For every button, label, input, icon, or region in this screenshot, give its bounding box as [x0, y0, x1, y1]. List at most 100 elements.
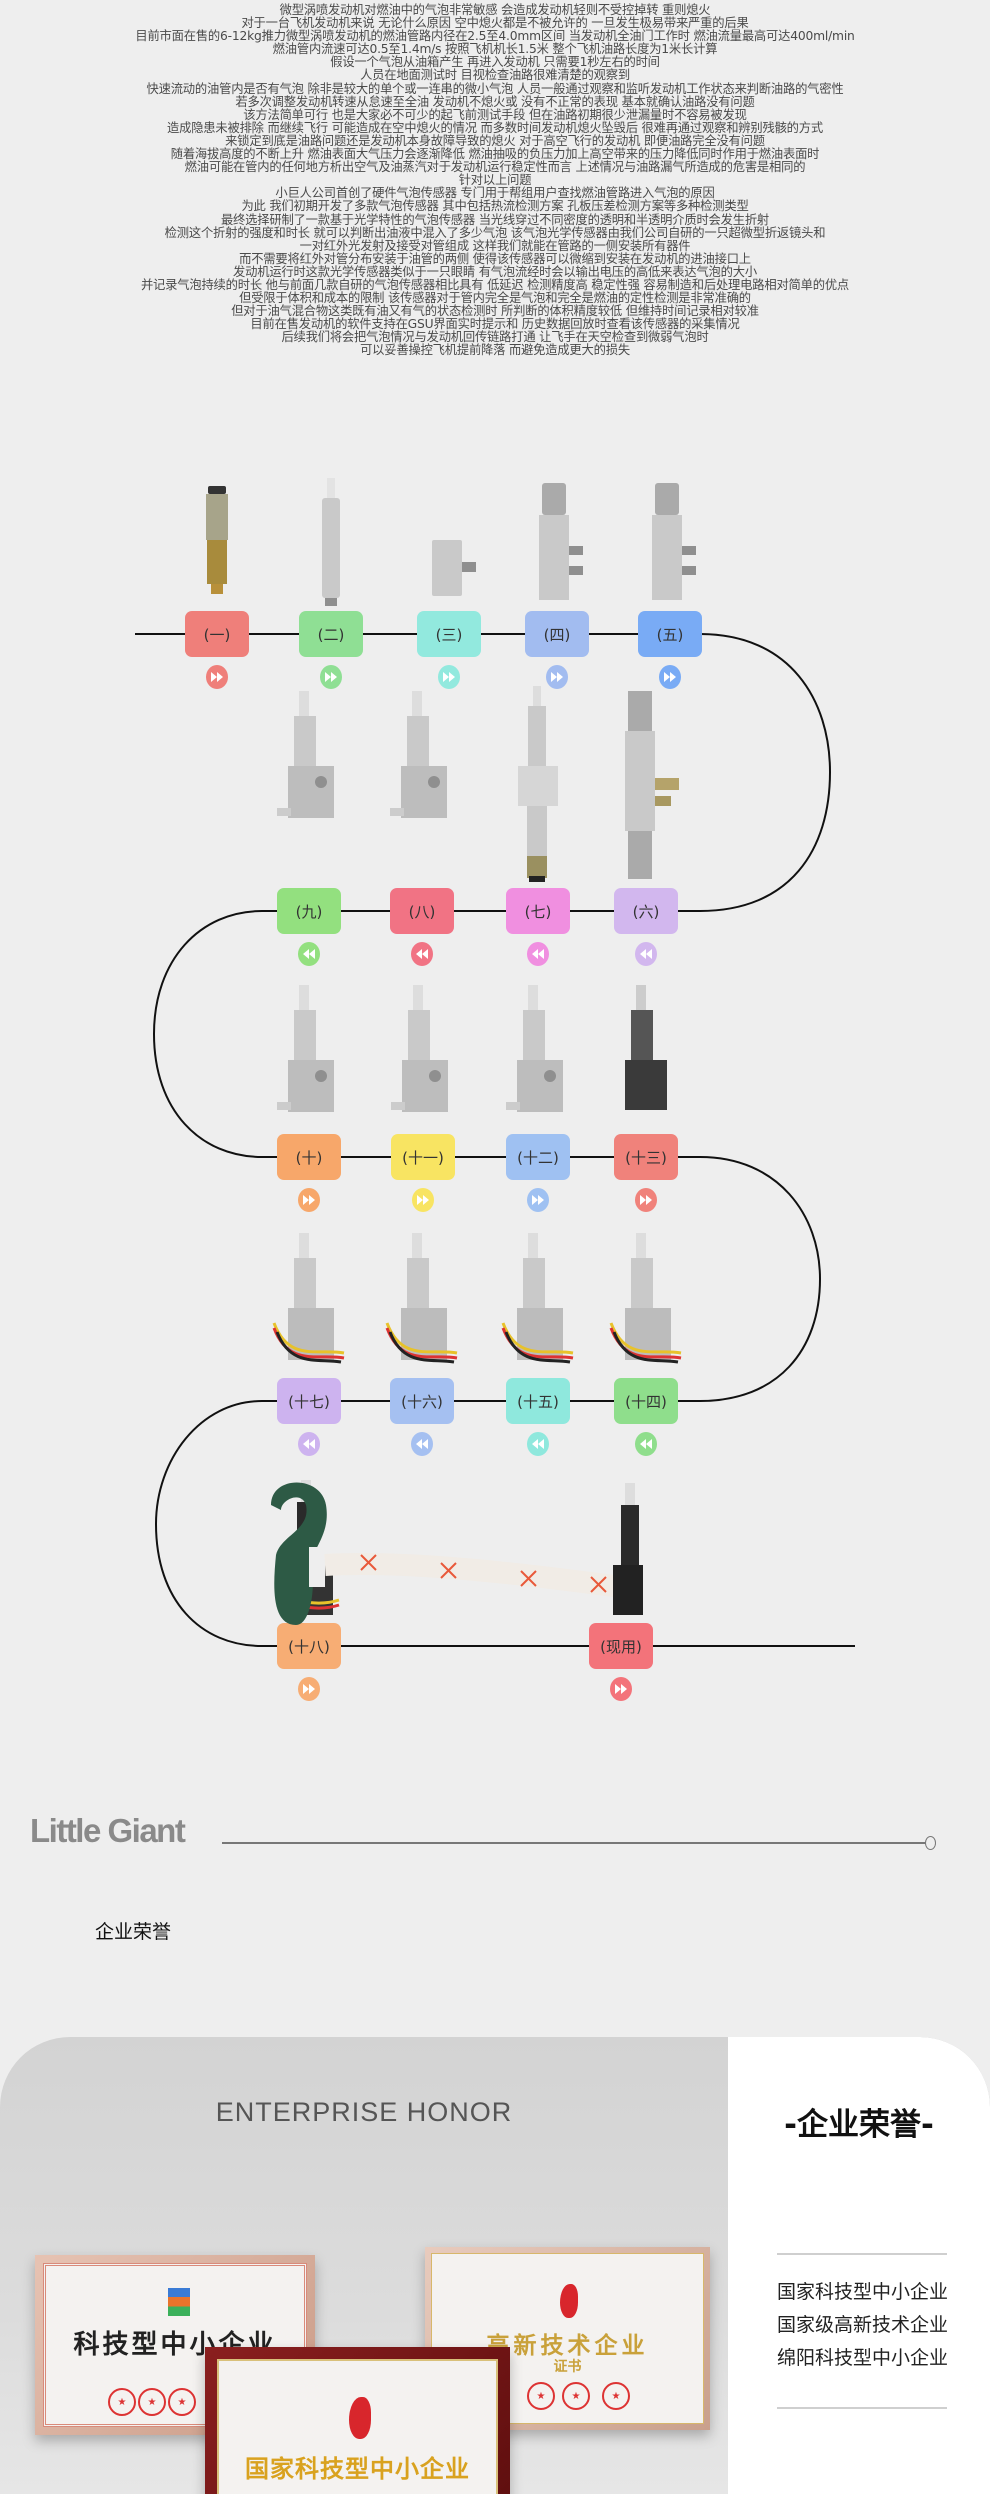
intro-line: 燃油可能在管内的任何地方析出空气及油蒸汽对于发动机运行稳定性而言 上述情况与油路… [184, 160, 806, 175]
intro-line: 造成隐患未被排除 而继续飞行 可能造成在空中熄火的情况 而多数时间发动机熄火坠毁… [167, 120, 823, 135]
honor-list: 国家科技型中小企业 国家级高新技术企业 绵阳科技型中小企业 [777, 2276, 952, 2375]
fast-forward-icon [298, 1677, 320, 1701]
sensor-product-image [269, 980, 349, 1124]
fast-forward-icon [412, 1188, 434, 1212]
sensor-product-image [503, 686, 573, 890]
sensor-product-image [522, 478, 592, 607]
seal-icon: ★ [562, 2382, 590, 2410]
intro-text: 微型涡喷发动机对燃油中的气泡非常敏感 会造成发动机轻则不受控掉转 重则熄火对于一… [0, 3, 990, 358]
flame-logo-icon [349, 2397, 371, 2439]
seal-icon: ★ [108, 2388, 136, 2416]
intro-line: 可以妥善操控飞机提前降落 而避免造成更大的损失 [360, 343, 630, 358]
timeline-badge[interactable]: (七) [506, 888, 570, 934]
sensor-product-image [382, 1228, 462, 1372]
certificate-logo-icon [168, 2288, 190, 2316]
intro-line: 燃油管内流速可达0.5至1.4m/s 按照飞机机长1.5米 整个飞机油路长度为1… [272, 42, 718, 57]
sensor-product-image [382, 686, 462, 830]
timeline-badge[interactable]: (现用) [589, 1623, 653, 1669]
timeline-badge[interactable]: (十八) [277, 1623, 341, 1669]
sensor-product-image [271, 1475, 681, 1639]
intro-line: 但受限于体积和成本的限制 该传感器对于管内完全是气泡和完全是燃油的定性检测是非常… [239, 291, 751, 306]
sensor-product-image [606, 1228, 686, 1372]
honor-side-panel [728, 2037, 990, 2494]
timeline-badge[interactable]: (十七) [277, 1378, 341, 1424]
intro-line: 对于一台飞机发动机来说 无论什么原因 空中熄火都是不被允许的 一旦发生极易带来严… [241, 16, 749, 31]
rewind-icon [635, 1432, 657, 1456]
intro-line: 但对于油气混合物这类既有油又有气的状态检测时 所判断的体积精度较低 但维持时间记… [231, 304, 759, 319]
timeline-badge[interactable]: (四) [525, 611, 589, 657]
intro-line: 微型涡喷发动机对燃油中的气泡非常敏感 会造成发动机轻则不受控掉转 重则熄火 [279, 3, 711, 17]
certificate-subtitle: 证书 [553, 2359, 582, 2375]
timeline-badge[interactable]: (九) [277, 888, 341, 934]
sensor-product-image [611, 980, 681, 1124]
timeline-badge[interactable]: (五) [638, 611, 702, 657]
certificate-title: 国家科技型中小企业 [245, 2455, 470, 2483]
fast-forward-icon [659, 665, 681, 689]
intro-line: 而不需要将红外对管分布安装于油管的两侧 使得该传感器可以微缩到安装在发动机的进油… [239, 251, 751, 266]
rewind-icon [527, 942, 549, 966]
intro-line: 针对以上问题 [458, 173, 532, 188]
timeline-badge[interactable]: (八) [390, 888, 454, 934]
section-title: 企业荣誉 [95, 1921, 172, 1943]
timeline-badge[interactable]: (二) [299, 611, 363, 657]
rewind-icon [298, 1432, 320, 1456]
fast-forward-icon [610, 1677, 632, 1701]
fast-forward-icon [527, 1188, 549, 1212]
sensor-product-image [498, 980, 578, 1124]
timeline-badge[interactable]: (三) [417, 611, 481, 657]
rewind-icon [411, 942, 433, 966]
intro-line: 快速流动的油管内是否有气泡 除非是较大的单个或一连串的微小气泡 人员一般通过观察… [146, 81, 844, 96]
sensor-product-image [311, 478, 351, 612]
intro-line: 发动机运行时这款光学传感器类似于一只眼睛 有气泡流经时会以输出电压的高低来表达气… [233, 264, 757, 279]
intro-line: 来锁定到底是油路问题还是发动机本身故障导致的熄火 对于高空飞行的发动机 即便油路… [225, 133, 765, 148]
brand-logo: Little Giant [30, 1812, 186, 1849]
intro-line: 检测这个折射的强度和时长 就可以判断出油液中混入了多少气泡 该气泡光学传感器由我… [164, 225, 826, 240]
flame-logo-icon [560, 2284, 578, 2318]
divider [777, 2253, 947, 2255]
intro-line: 为此 我们初期开发了多款气泡传感器 其中包括热流检测方案 孔板压差检测方案等多种… [241, 199, 749, 214]
timeline-badge[interactable]: (六) [614, 888, 678, 934]
divider-end-dot [925, 1836, 936, 1850]
honor-item: 国家科技型中小企业 [777, 2281, 949, 2303]
intro-line: 该方法简单可行 也是大家必不可少的起飞前测试手段 但在油路初期很少泄漏量时不容易… [243, 107, 747, 122]
rewind-icon [527, 1432, 549, 1456]
timeline-badge[interactable]: (十五) [506, 1378, 570, 1424]
sensor-product-image [383, 980, 463, 1124]
timeline-badge[interactable]: (十二) [506, 1134, 570, 1180]
sensor-product-image [197, 478, 237, 602]
timeline-badge[interactable]: (十三) [614, 1134, 678, 1180]
fast-forward-icon [438, 665, 460, 689]
intro-line: 若多次调整发动机转速从怠速至全油 发动机不熄火或 没有不正常的表现 基本就确认油… [235, 94, 755, 109]
seal-icon: ★ [138, 2388, 166, 2416]
sensor-product-image [606, 686, 686, 890]
timeline-badge[interactable]: (十一) [391, 1134, 455, 1180]
honor-section: ENTERPRISE HONOR -企业荣誉- 国家科技型中小企业 国家级高新技… [0, 2037, 990, 2494]
certificate-title: 高新技术企业 [486, 2333, 649, 2359]
sensor-product-image [269, 1228, 349, 1372]
fast-forward-icon [635, 1188, 657, 1212]
intro-line: 最终选择研制了一款基于光学特性的气泡传感器 当光线穿过不同密度的透明和半透明介质… [220, 212, 770, 227]
fast-forward-icon [320, 665, 342, 689]
seal-icon: ★ [602, 2382, 630, 2410]
divider [777, 2407, 947, 2409]
seal-icon: ★ [527, 2382, 555, 2410]
timeline-badge[interactable]: (一) [185, 611, 249, 657]
timeline-badge[interactable]: (十六) [390, 1378, 454, 1424]
sensor-product-image [498, 1228, 578, 1372]
sensor-product-image [414, 478, 484, 602]
rewind-icon [411, 1432, 433, 1456]
rewind-icon [635, 942, 657, 966]
intro-line: 假设一个气泡从油箱产生 再进入发动机 只需要1秒左右的时间 [330, 55, 660, 70]
intro-line: 后续我们将会把气泡情况与发动机回传链路打通 让飞手在天空检查到微弱气泡时 [281, 330, 709, 345]
seal-icon: ★ [168, 2388, 196, 2416]
timeline-badge[interactable]: (十四) [614, 1378, 678, 1424]
intro-line: 一对红外光发射及接受对管组成 这样我们就能在管路的一侧安装所有器件 [299, 238, 691, 253]
honor-item: 绵阳科技型中小企业 [777, 2347, 949, 2369]
timeline-badge[interactable]: (十) [277, 1134, 341, 1180]
intro-line: 人员在地面测试时 目视检查油路很难清楚的观察到 [360, 68, 630, 83]
sensor-product-image [635, 478, 705, 607]
divider-line [222, 1842, 928, 1844]
fast-forward-icon [298, 1188, 320, 1212]
honor-en-title: ENTERPRISE HONOR [215, 2097, 513, 2127]
sensor-product-image [269, 686, 349, 830]
